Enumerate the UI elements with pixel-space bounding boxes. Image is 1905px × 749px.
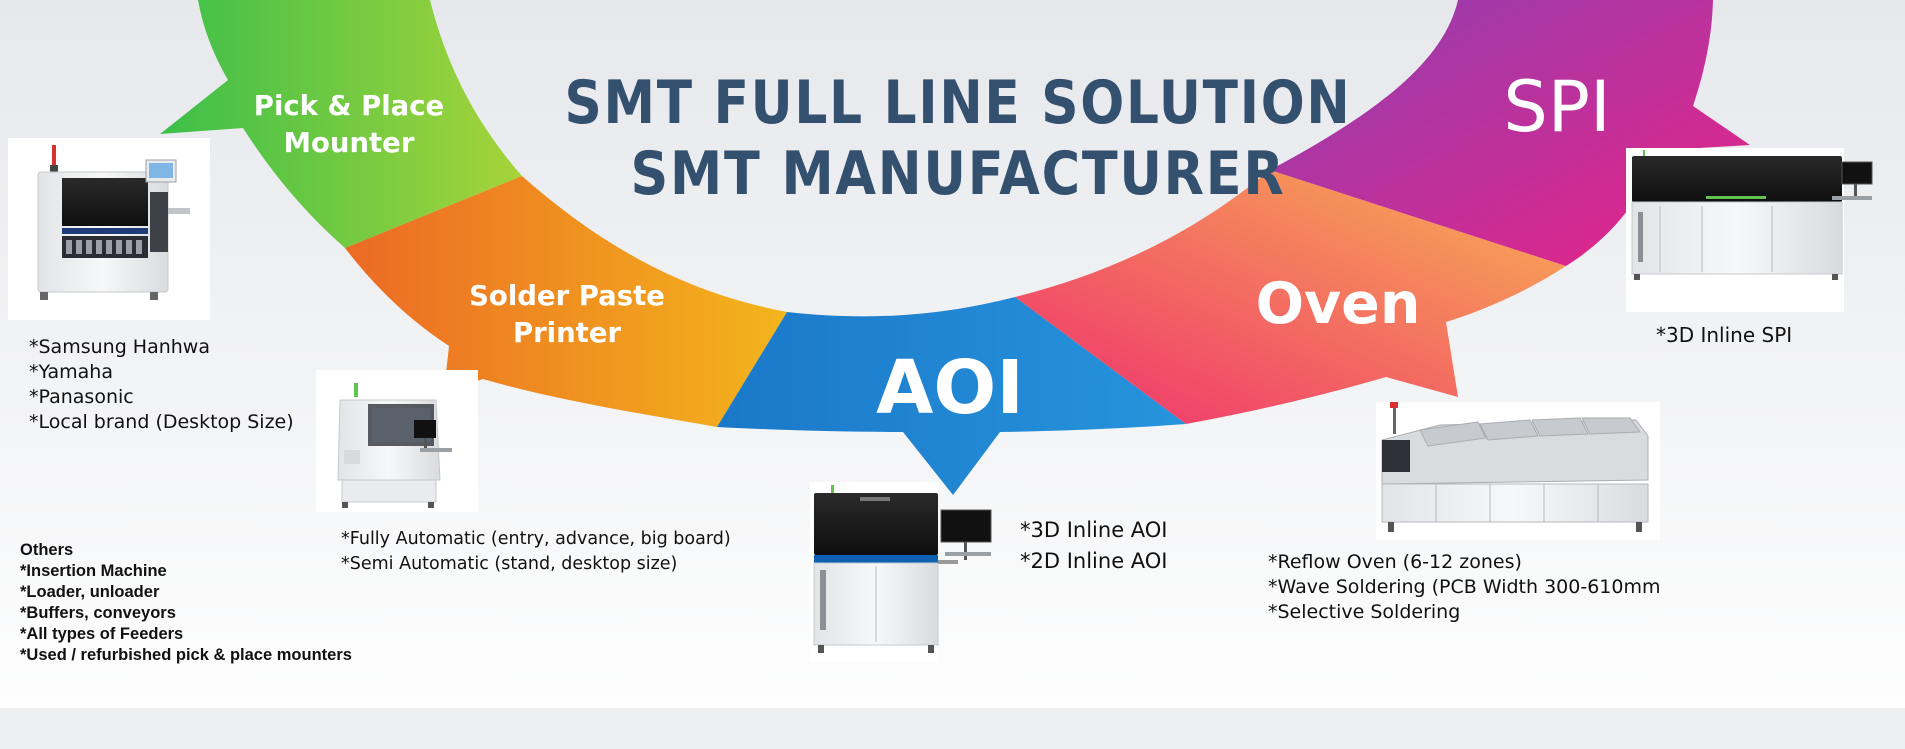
solder-paste-label-line1: Solder Paste	[469, 280, 665, 312]
description-line: *Loader, unloader	[20, 583, 160, 601]
description-line: *All types of Feeders	[20, 625, 184, 643]
description-line: *Panasonic	[29, 386, 134, 408]
solder-paste-label-line2: Printer	[513, 317, 622, 349]
pick-and-place-machine-image	[8, 138, 210, 320]
description-line: *3D Inline SPI	[1656, 323, 1793, 347]
description-line: *Fully Automatic (entry, advance, big bo…	[341, 529, 731, 549]
printer-description: *Fully Automatic (entry, advance, big bo…	[341, 527, 731, 577]
description-line: *Semi Automatic (stand, desktop size)	[341, 554, 678, 574]
description-line: *Selective Soldering	[1268, 601, 1461, 623]
others-description: Others *Insertion Machine *Loader, unloa…	[20, 540, 352, 666]
description-line: *Reflow Oven (6-12 zones)	[1268, 551, 1522, 573]
spi-machine-image	[1626, 148, 1873, 312]
description-line: *Yamaha	[29, 361, 113, 383]
description-line: *Insertion Machine	[20, 562, 167, 580]
bottom-band	[0, 708, 1905, 749]
spi-description: *3D Inline SPI	[1656, 323, 1792, 348]
pick-place-description: *Samsung Hanhwa *Yamaha *Panasonic *Loca…	[29, 335, 294, 435]
title-line2: SMT MANUFACTURER	[631, 139, 1286, 209]
segment-aoi	[717, 297, 1186, 495]
segment-oven	[1015, 170, 1566, 424]
aoi-label: AOI	[876, 345, 1024, 431]
oven-label: Oven	[1256, 271, 1421, 337]
description-line: Others	[20, 541, 74, 559]
aoi-machine-image	[810, 482, 992, 662]
description-line: *Used / refurbished pick & place mounter…	[20, 646, 352, 664]
solder-paste-printer-image	[316, 370, 478, 512]
oven-description: *Reflow Oven (6-12 zones) *Wave Solderin…	[1268, 550, 1661, 625]
description-line: *Buffers, conveyors	[20, 604, 176, 622]
aoi-description: *3D Inline AOI *2D Inline AOI	[1020, 515, 1168, 577]
reflow-oven-image	[1376, 402, 1660, 540]
segment-pick-place	[160, 0, 522, 248]
title-line1: SMT FULL LINE SOLUTION	[565, 68, 1352, 138]
spi-label: SPI	[1503, 66, 1610, 148]
description-line: *2D Inline AOI	[1020, 549, 1168, 573]
description-line: *Samsung Hanhwa	[29, 336, 210, 358]
description-line: *Local brand (Desktop Size)	[29, 411, 294, 433]
description-line: *Wave Soldering (PCB Width 300-610mm	[1268, 576, 1661, 598]
description-line: *3D Inline AOI	[1020, 518, 1168, 542]
pick-place-label-line2: Mounter	[284, 127, 415, 159]
segment-solder-paste	[345, 176, 787, 427]
pick-place-label-line1: Pick & Place	[254, 90, 444, 122]
